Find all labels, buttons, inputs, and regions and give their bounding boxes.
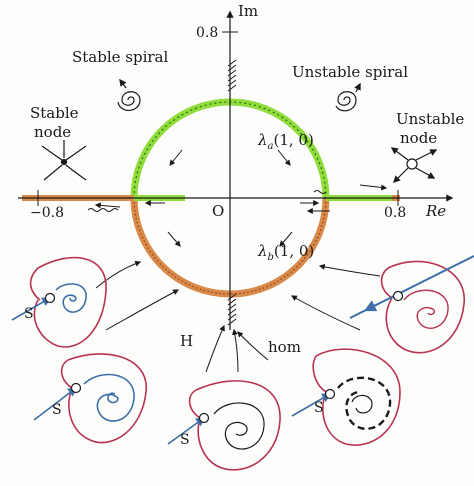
re-tick-pos-label: 0.8 — [384, 205, 406, 221]
unstable-spiral-icon — [335, 82, 361, 112]
im-axis-hatch-top — [227, 59, 237, 92]
pointer-arrows — [95, 260, 381, 373]
circle-flow-arrow — [167, 231, 181, 247]
saddle-label-2: S — [52, 402, 62, 418]
phase-portrait-2 — [33, 353, 147, 444]
axis-wave-marker — [313, 190, 327, 194]
re-axis-label: Re — [425, 202, 446, 220]
circle-flow-arrow — [169, 149, 183, 166]
axes: Im Re O 0.8 −0.8 0.8 — [18, 2, 454, 330]
circle-flow-arrow — [277, 149, 291, 166]
stable-spiral-label: Stable spiral — [72, 48, 169, 66]
unstable-spiral-label: Unstable spiral — [292, 63, 408, 81]
phase-portrait-4 — [291, 348, 401, 446]
hom-bifurcation-label: hom — [268, 338, 301, 356]
axis-flow-arrow — [359, 184, 388, 191]
axis-wave-marker — [87, 208, 119, 212]
im-axis-label: Im — [238, 2, 258, 20]
origin-label: O — [212, 202, 224, 220]
lambda-b-label: λb(1, 0) — [257, 242, 314, 263]
im-axis-hatch-bottom — [227, 293, 237, 326]
stable-node-label-line1: Stable — [30, 104, 79, 122]
phase-portrait-1 — [11, 256, 107, 348]
unstable-node-label-line2: node — [400, 129, 437, 147]
unstable-node-icon — [390, 147, 438, 184]
stable-spiral-icon — [117, 78, 141, 111]
region-labels: Stable spiral Unstable spiral Stable nod… — [30, 48, 464, 147]
lower-arc-inner-dots — [133, 197, 327, 295]
saddle-label-4: S — [314, 400, 324, 416]
saddle-label-3: S — [180, 432, 190, 448]
lambda-a-label: λa(1, 0) — [257, 131, 314, 152]
circle-flow-arrow — [279, 231, 293, 247]
stable-node-icon — [41, 140, 87, 181]
phase-portrait-3 — [167, 380, 281, 471]
im-tick-label: 0.8 — [196, 25, 218, 41]
stable-node-label-line2: node — [34, 123, 71, 141]
h-bifurcation-label: H — [180, 332, 193, 350]
phase-portrait-5 — [349, 255, 474, 354]
unstable-node-label-line1: Unstable — [396, 110, 464, 128]
re-tick-neg-label: −0.8 — [30, 205, 64, 221]
axis-flow-arrow — [94, 202, 121, 209]
saddle-label-1: S — [24, 306, 34, 322]
